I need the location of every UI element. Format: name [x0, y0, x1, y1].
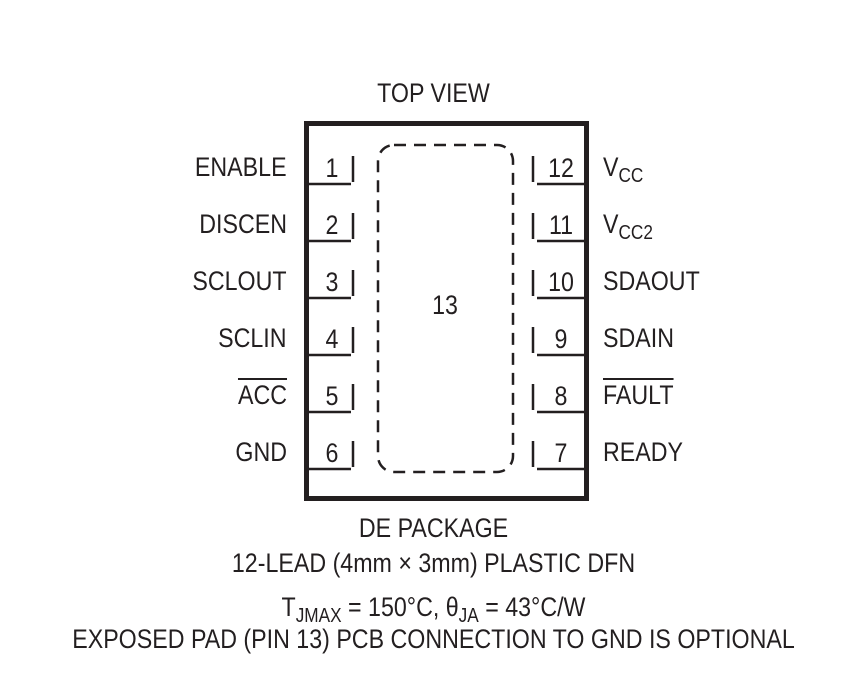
pin-number: 5 [325, 381, 339, 411]
tjmax-value: = 150°C, [341, 592, 446, 622]
pin-label-left: ACC [237, 380, 287, 410]
pin-label-text: V [603, 152, 619, 182]
pin-label-right: READY [603, 437, 683, 467]
pin-label-left: GND [235, 437, 287, 467]
exposed-pad-note: EXPOSED PAD (PIN 13) PCB CONNECTION TO G… [72, 624, 795, 654]
theta-symbol: θ [445, 592, 459, 622]
pin-label-text: SDAIN [603, 323, 674, 353]
pin-number: 8 [554, 381, 568, 411]
package-lead-description: 12-LEAD (4mm × 3mm) PLASTIC DFN [231, 548, 636, 578]
pin-label-text: READY [603, 437, 684, 467]
pin-label-subscript: CC2 [618, 222, 653, 244]
pin-label-right: SDAOUT [603, 266, 700, 296]
pin-number: 7 [554, 438, 568, 468]
pin-number: 1 [325, 153, 339, 183]
pin-number: 4 [325, 324, 339, 354]
thermal-spec: TJMAX = 150°C, θJA = 43°C/W [61, 592, 807, 626]
pin-number: 10 [548, 267, 574, 297]
tjmax-subscript: JMAX [295, 605, 342, 627]
pin-label-left: DISCEN [199, 209, 287, 239]
pin-label-right: VCC [603, 152, 643, 186]
pin-number: 12 [548, 153, 574, 183]
pin-number: 3 [325, 267, 339, 297]
pin-number: 9 [554, 324, 568, 354]
pin-label-left: SCLIN [218, 323, 287, 353]
pin-number: 2 [325, 210, 339, 240]
pin-label-right: VCC2 [603, 209, 653, 243]
pin-label-left: ENABLE [195, 152, 287, 182]
pin-label-text: FAULT [603, 380, 674, 410]
package-name: DE PACKAGE [358, 513, 509, 543]
exposed-pad-outline [376, 143, 515, 474]
theta-value: = 43°C/W [478, 592, 586, 622]
tjmax-symbol: T [281, 592, 296, 622]
exposed-pad-number: 13 [432, 290, 458, 320]
pin-label-right: FAULT [603, 380, 674, 410]
diagram-title: TOP VIEW [377, 78, 490, 108]
pin-label-left: SCLOUT [192, 266, 287, 296]
pin-label-right: SDAIN [603, 323, 674, 353]
pin-number: 6 [325, 438, 339, 468]
pin-label-subscript: CC [618, 165, 644, 187]
pin-label-text: V [603, 209, 619, 239]
pin-label-text: SDAOUT [603, 266, 700, 296]
package-outline [304, 121, 589, 501]
theta-subscript: JA [458, 605, 479, 627]
pin-number: 11 [548, 210, 574, 240]
